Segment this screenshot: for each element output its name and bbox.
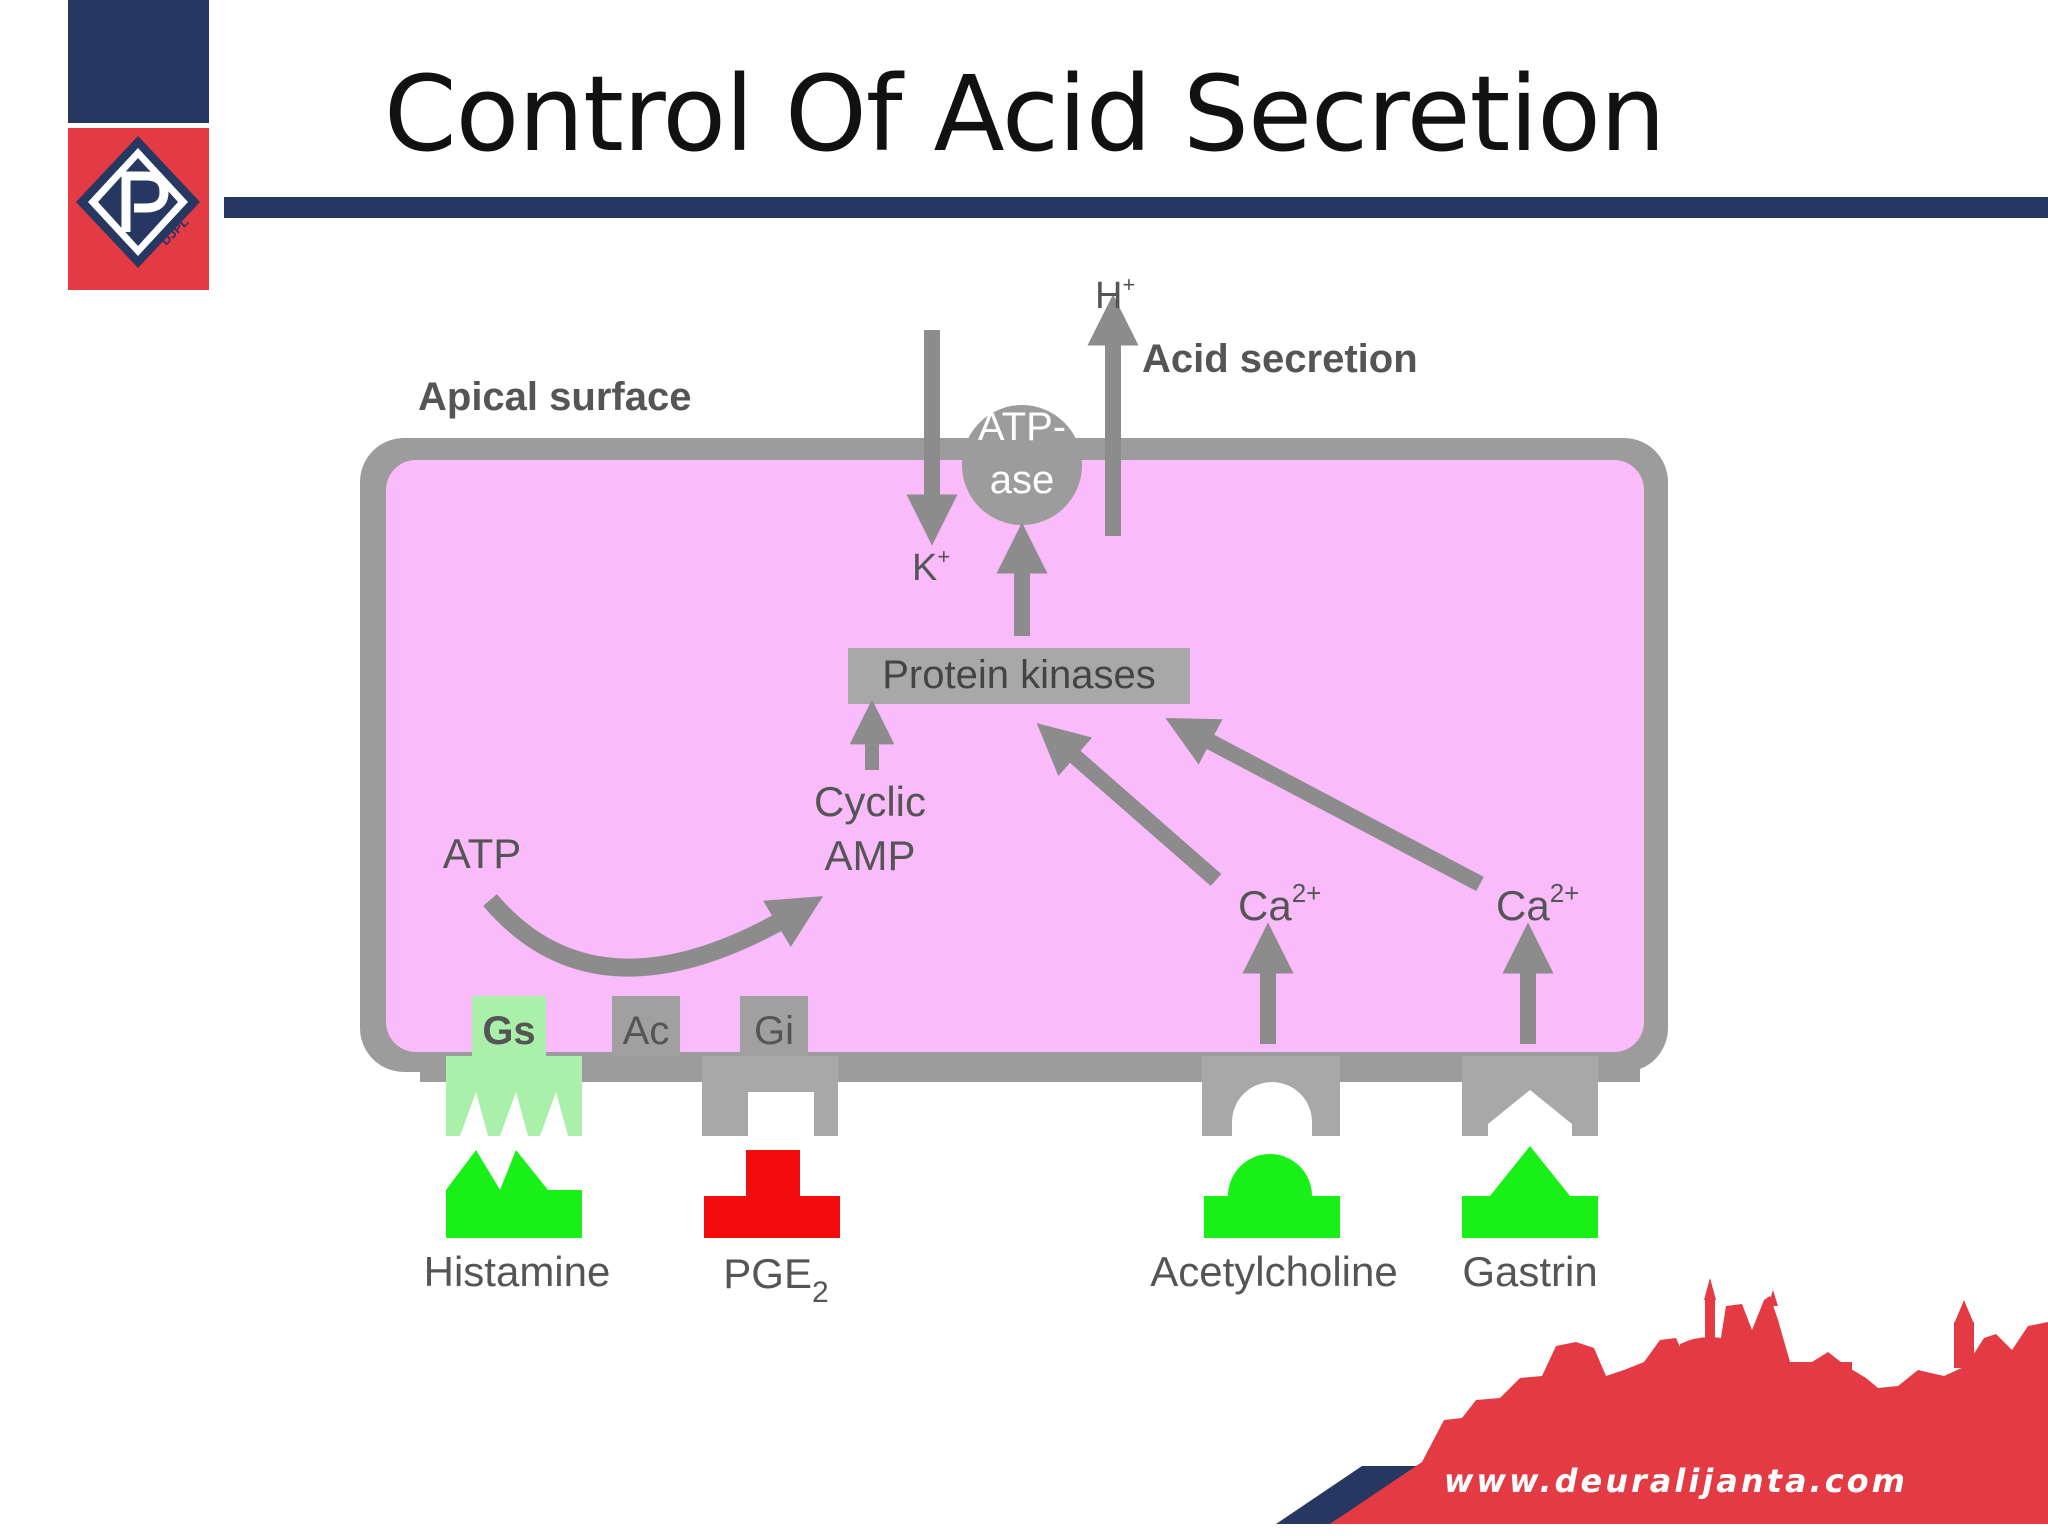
potassium-ion-label: K+ <box>912 544 950 589</box>
gs-protein-box <box>472 996 546 1056</box>
acetylcholine-receptor <box>1202 1056 1340 1136</box>
acetylcholine-label: Acetylcholine <box>1150 1248 1397 1295</box>
atpase-pump <box>962 405 1082 525</box>
calcium-to-kinase-arrow-1 <box>1036 723 1222 887</box>
ac-enzyme-label: Ac <box>623 1009 670 1053</box>
atpase-label-line2: ase <box>990 458 1055 502</box>
gs-protein-label: Gs <box>482 1009 535 1053</box>
footer-navy-stripe <box>1276 1466 1418 1524</box>
protein-kinases-box <box>848 648 1190 704</box>
gastrin-label: Gastrin <box>1462 1248 1597 1295</box>
histamine-ligand <box>446 1150 582 1238</box>
gastrin-receptor <box>1462 1056 1598 1136</box>
pge2-ligand <box>704 1150 840 1238</box>
website-url: www.deuralijanta.com <box>1443 1462 1908 1500</box>
protein-kinases-label: Protein kinases <box>882 653 1155 697</box>
atp-label: ATP <box>443 830 522 877</box>
cell-cytoplasm <box>386 460 1644 1052</box>
gi-protein-label: Gi <box>754 1009 794 1053</box>
calcium-to-kinase-arrow-2 <box>1165 718 1484 892</box>
footer-skyline-banner <box>1330 1278 2048 1524</box>
atpase-label-line1: ATP- <box>978 405 1066 449</box>
pge2-receptor <box>702 1056 838 1136</box>
acetylcholine-ligand <box>1204 1154 1340 1238</box>
ac-enzyme-box <box>612 996 680 1056</box>
calcium-label-gastrin: Ca2+ <box>1496 878 1579 929</box>
atp-to-camp-arrow <box>483 894 824 977</box>
pge2-label: PGE2 <box>723 1250 828 1309</box>
gi-protein-box <box>740 996 808 1056</box>
company-logo: DJPL <box>68 128 209 290</box>
histamine-receptor <box>446 1056 582 1136</box>
calcium-label-acetylcholine: Ca2+ <box>1238 878 1321 929</box>
cyclic-amp-label-line2: AMP <box>824 832 915 879</box>
title-underline <box>224 197 2048 218</box>
gastrin-ligand <box>1462 1146 1598 1238</box>
proton-ion-label: H+ <box>1095 272 1135 317</box>
acid-secretion-label: Acid secretion <box>1142 337 1418 381</box>
histamine-label: Histamine <box>424 1248 611 1295</box>
basolateral-membrane <box>420 1052 1640 1082</box>
page-title: Control Of Acid Secretion <box>384 53 1666 175</box>
cyclic-amp-label-line1: Cyclic <box>814 778 926 825</box>
header-corner-bar <box>68 0 209 123</box>
apical-surface-label: Apical surface <box>418 375 691 419</box>
